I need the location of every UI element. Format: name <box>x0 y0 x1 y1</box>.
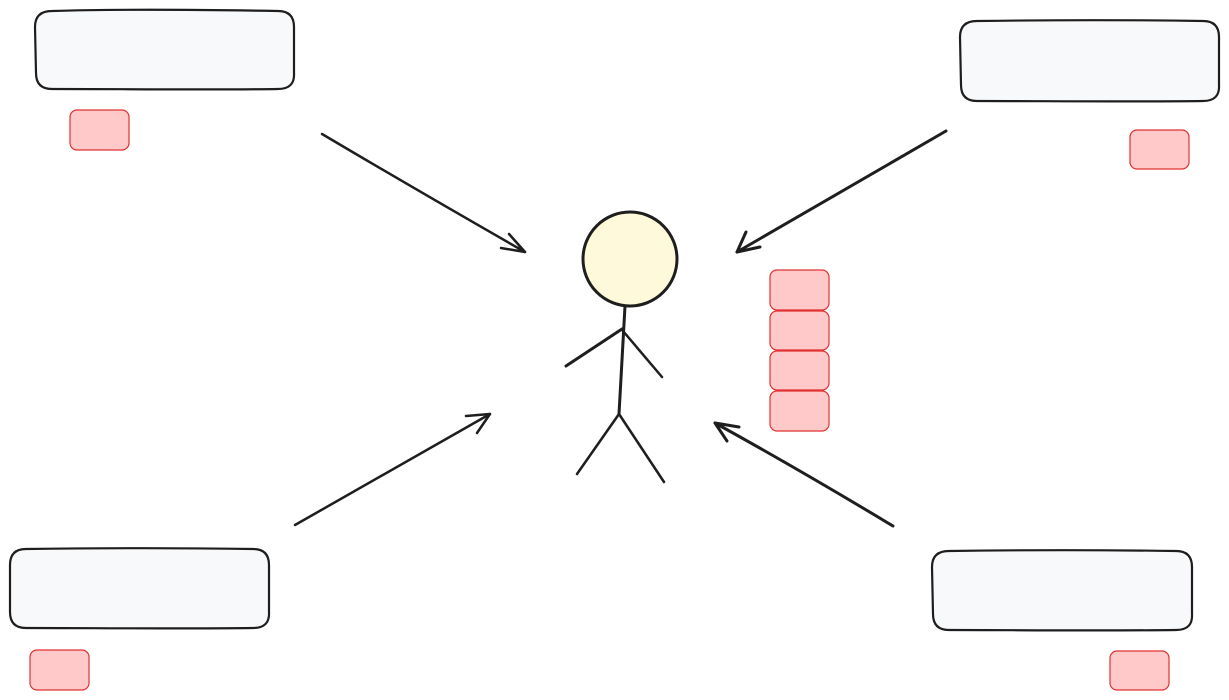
tag-bottom-right <box>1109 650 1170 691</box>
tag-top-left-shape <box>69 109 130 151</box>
card-bottom-left <box>8 547 271 630</box>
card-top-right-shape <box>958 19 1221 103</box>
tag-bottom-left <box>29 649 90 691</box>
arrow-top-right <box>735 129 948 254</box>
arrow-bottom-right <box>713 421 895 528</box>
card-bottom-right-shape <box>930 549 1194 632</box>
stick-figure-left-arm <box>564 327 624 368</box>
tag-stack-4 <box>769 390 830 432</box>
stick-figure-icon <box>564 210 679 484</box>
stick-figure-right-arm <box>621 329 664 379</box>
tag-stack-1 <box>769 269 830 311</box>
arrow-bottom-left <box>293 412 492 527</box>
arrow-top-right-head <box>735 230 762 254</box>
stick-figure-head <box>581 210 679 308</box>
tag-top-right <box>1129 129 1190 170</box>
arrow-top-left-head <box>499 232 527 254</box>
tag-stack-4-shape <box>769 390 830 432</box>
card-bottom-left-shape <box>8 547 271 630</box>
tag-stack-3 <box>769 350 830 391</box>
stick-figure-body <box>617 304 627 416</box>
card-top-left <box>33 8 296 91</box>
card-bottom-right <box>930 549 1194 632</box>
tag-top-left <box>69 109 130 151</box>
card-top-left-shape <box>33 8 296 91</box>
tag-bottom-right-shape <box>1109 650 1170 691</box>
arrow-bottom-right-head <box>713 421 741 443</box>
arrow-top-left <box>320 132 527 254</box>
tag-stack-2-shape <box>769 310 830 351</box>
stick-figure-left-leg <box>575 412 621 476</box>
tag-top-right-shape <box>1129 129 1190 170</box>
tag-stack-2 <box>769 310 830 351</box>
arrow-bottom-left-head <box>464 412 492 435</box>
arrow-bottom-left-shaft <box>293 412 492 527</box>
tag-bottom-left-shape <box>29 649 90 691</box>
tag-stack-1-shape <box>769 269 830 311</box>
arrow-bottom-right-shaft <box>713 421 895 528</box>
stick-figure-right-leg <box>617 412 666 484</box>
card-top-right <box>958 19 1221 103</box>
arrow-top-right-shaft <box>735 129 948 254</box>
tag-stack-3-shape <box>769 350 830 391</box>
arrow-top-left-shaft <box>320 132 527 254</box>
